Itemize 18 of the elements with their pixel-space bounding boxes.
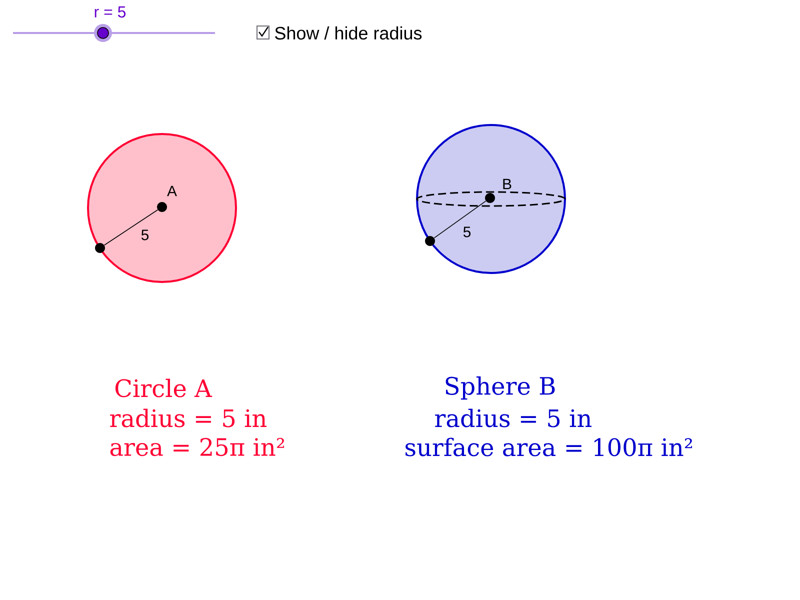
slider-label: r = 5 xyxy=(94,6,126,18)
measurement-text: surface area = 100π in² xyxy=(406,438,692,456)
measurement-text: radius = 5 in xyxy=(110,408,266,428)
point xyxy=(95,243,105,253)
sphere-drawing xyxy=(416,124,566,274)
edge-label: 5 xyxy=(141,230,149,240)
radius-line xyxy=(104,209,158,246)
point xyxy=(425,236,435,246)
point-label: B xyxy=(503,178,512,190)
checkbox: Show / hide radius xyxy=(256,26,422,40)
measurement-text: radius = 5 in xyxy=(435,408,592,428)
shape-heading: Sphere B xyxy=(446,376,555,400)
point-label: A xyxy=(167,186,177,196)
circle-shape xyxy=(87,133,237,283)
edge-label: 5 xyxy=(463,226,471,238)
radius-line xyxy=(434,200,486,238)
measurement-text: area = 25π in² xyxy=(110,438,284,456)
shape-heading: Circle A xyxy=(115,378,212,398)
